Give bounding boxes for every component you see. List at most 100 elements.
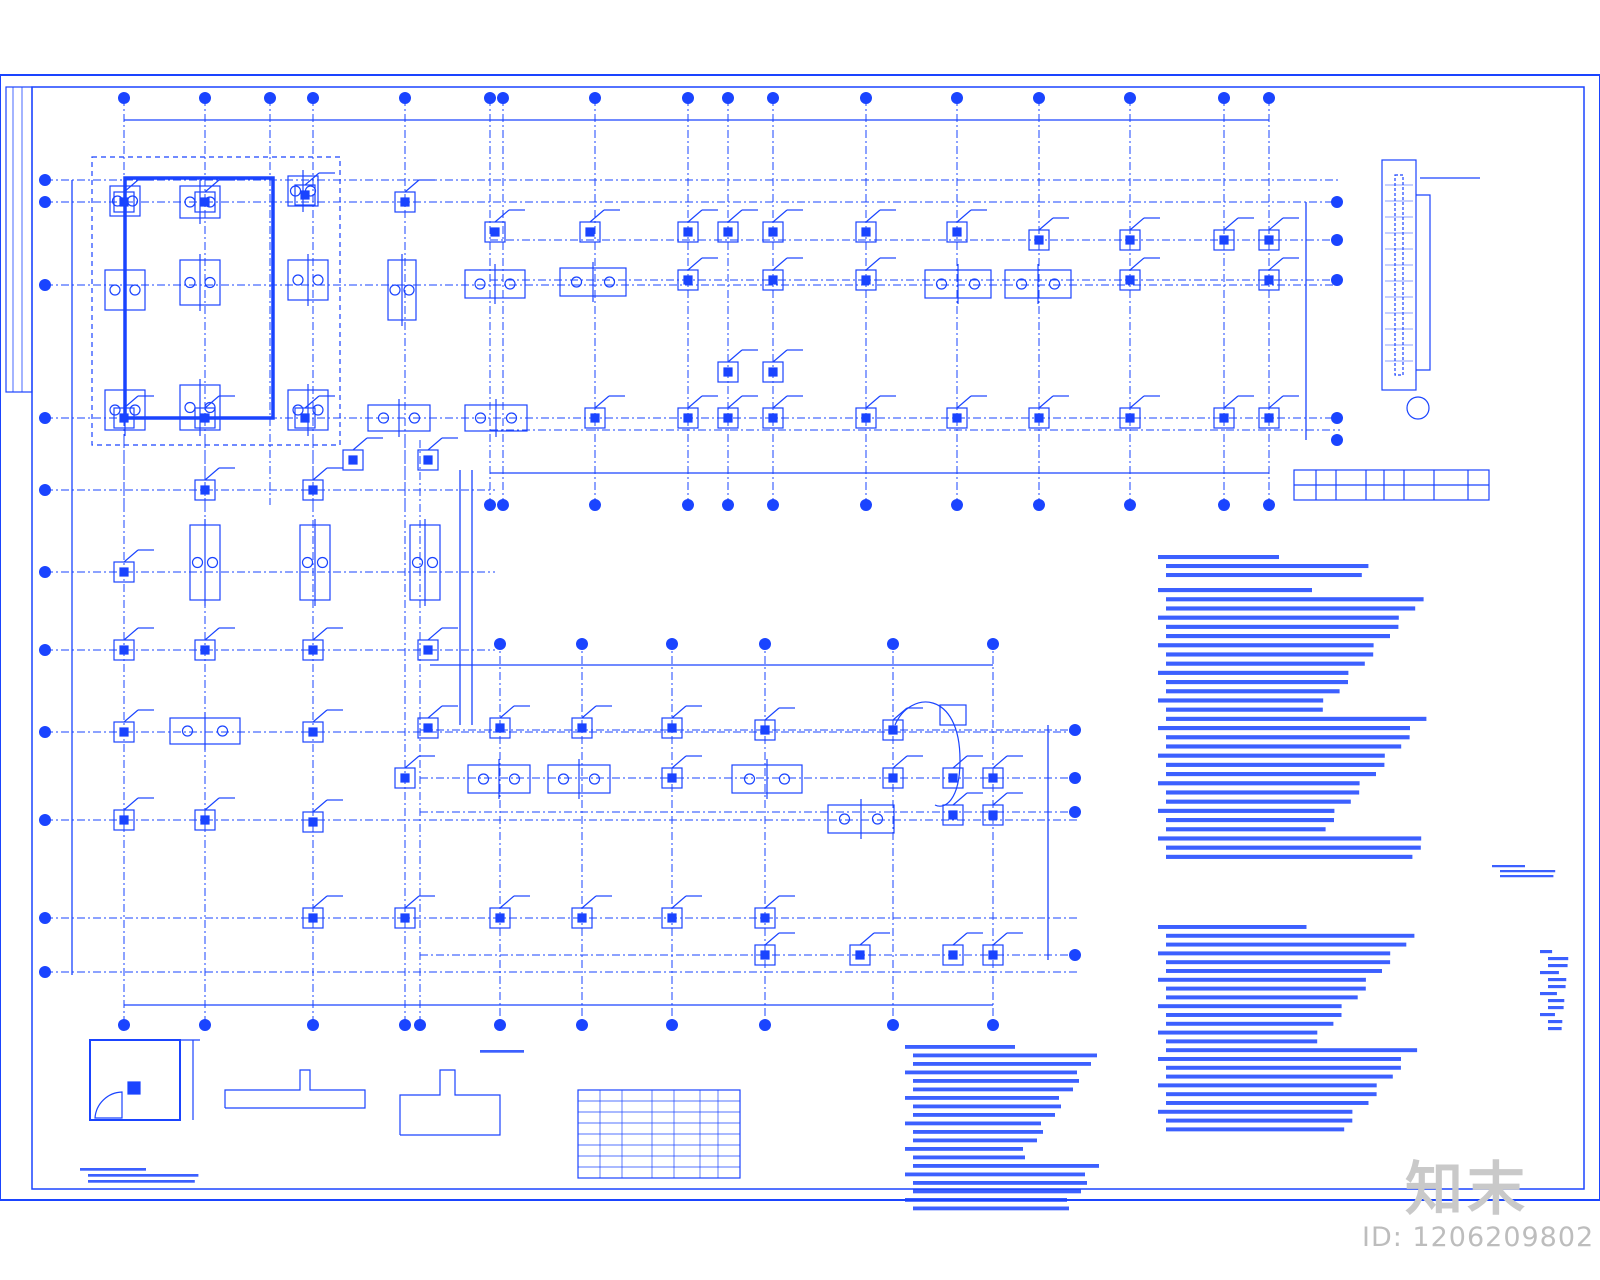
column-section (952, 227, 962, 237)
note-line (1166, 1048, 1418, 1053)
leader-line (1268, 257, 1284, 271)
footing-plan-detail (89, 1039, 181, 1121)
pile-mark (292, 274, 304, 286)
axis-bubble-icon (759, 1019, 771, 1031)
leader-line (772, 349, 788, 363)
column-section (1264, 235, 1274, 245)
axis-bubble-icon (1331, 196, 1343, 208)
column-section (888, 725, 898, 735)
note-line (1166, 1101, 1369, 1105)
note-line (1166, 827, 1326, 832)
note-line (1166, 661, 1365, 666)
leader-line (859, 932, 875, 946)
column-section (760, 913, 770, 923)
axis-bubble-icon (199, 92, 211, 104)
column-section (861, 413, 871, 423)
axis-bubble-icon (1331, 434, 1343, 446)
leader-line (727, 395, 743, 409)
pile-mark (508, 773, 521, 785)
leader-line (404, 755, 420, 769)
leader-line (764, 707, 780, 721)
axis-bubble-icon (39, 279, 51, 291)
note-line (1166, 573, 1362, 578)
axis-bubble-icon (39, 966, 51, 978)
column-section (683, 275, 693, 285)
leader-line (727, 209, 743, 223)
axis-bubble-icon (39, 814, 51, 826)
note-line (1166, 744, 1402, 749)
column-section (119, 567, 129, 577)
note-line (913, 1062, 1091, 1066)
column-section (577, 913, 587, 923)
leader-line (687, 209, 703, 223)
leader-line (123, 549, 139, 563)
axis-bubble-icon (682, 499, 694, 511)
column-section (127, 1081, 141, 1095)
pile-mark (403, 284, 415, 296)
axis-bubble-icon (484, 499, 496, 511)
column-section (308, 727, 318, 737)
column-section (948, 773, 958, 783)
column-section (1125, 275, 1135, 285)
note-line (1158, 588, 1312, 593)
column-section (861, 275, 871, 285)
leader-line (427, 705, 443, 719)
watermark-logo: 知末 (1405, 1155, 1530, 1223)
note-line (1166, 1127, 1345, 1132)
leader-line (1268, 217, 1284, 231)
column-section (1219, 413, 1229, 423)
axis-bubble-icon (1069, 772, 1081, 784)
pile-mark (838, 813, 851, 825)
note-line (913, 1113, 1055, 1117)
north-arrow-icon (94, 1091, 123, 1119)
detail-drawings (89, 159, 1490, 1179)
note-line (1166, 1092, 1377, 1097)
dashed-region (91, 156, 341, 446)
column-section (855, 950, 865, 960)
pile-mark (109, 284, 121, 296)
column-section (1034, 235, 1044, 245)
pile-mark (129, 404, 141, 416)
pile-mark (312, 404, 324, 416)
leader-line (404, 179, 420, 193)
leader-line (1129, 395, 1145, 409)
column-section (952, 413, 962, 423)
column-section (348, 455, 358, 465)
watermark-id: ID: 1206209802 (1362, 1222, 1595, 1253)
axis-bubble-icon (1124, 92, 1136, 104)
pile-mark (301, 556, 314, 569)
axis-bubble-icon (39, 644, 51, 656)
column-section (1125, 235, 1135, 245)
column-section (888, 773, 898, 783)
leader-line (764, 932, 780, 946)
leader-line (427, 437, 443, 451)
column-section (400, 773, 410, 783)
column-section (768, 367, 778, 377)
axis-bubble-icon (494, 1019, 506, 1031)
pile-mark (871, 813, 884, 825)
column-section (590, 413, 600, 423)
axis-bubble-icon (1069, 806, 1081, 818)
pile-section (1381, 159, 1417, 391)
pile-mark (304, 185, 317, 197)
leader-line (892, 707, 908, 721)
axis-bubble-icon (987, 638, 999, 650)
pile-mark (557, 773, 570, 785)
column-section (988, 810, 998, 820)
column-section (948, 810, 958, 820)
sheet-frame (0, 74, 1600, 1201)
leader-line (312, 799, 328, 813)
leader-line (1223, 217, 1239, 231)
pile-mark (316, 556, 329, 569)
note-line (913, 1053, 1097, 1058)
pile-mark (389, 284, 401, 296)
pile-mark (1048, 278, 1061, 290)
note-line (913, 1130, 1043, 1134)
note-line (913, 1155, 1025, 1160)
column-section (119, 645, 129, 655)
leader-line (772, 257, 788, 271)
note-line (1166, 790, 1360, 795)
note-line (1158, 1004, 1342, 1009)
pile-mark (474, 412, 487, 424)
leader-line (956, 209, 972, 223)
